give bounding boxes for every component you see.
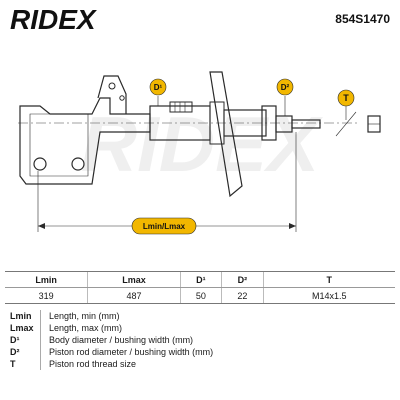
body-collar [169, 101, 193, 113]
tab-hole-2 [119, 95, 125, 101]
legend-item: D² Piston rod diameter / bushing width (… [10, 346, 213, 358]
header-t: T [262, 271, 395, 288]
header-lmin: Lmin [5, 271, 88, 288]
t-diagonal [335, 111, 357, 137]
legend-text: Piston rod thread size [49, 359, 137, 369]
value-d2: 22 [221, 287, 264, 304]
legend-item: Lmin Length, min (mm) [10, 310, 213, 322]
spec-value-row: 319 487 50 22 M14x1.5 [5, 287, 395, 304]
header-d2: D² [221, 271, 264, 288]
legend-code: T [10, 358, 41, 370]
t-label: T [343, 93, 349, 103]
part-number: 854S1470 [335, 12, 390, 26]
legend-text: Piston rod diameter / bushing width (mm) [49, 347, 214, 357]
legend-code: Lmin [10, 310, 41, 322]
bracket-tab [97, 75, 127, 114]
d1-badge: D¹ [149, 78, 167, 96]
shock-absorber-drawing: RIDEX D¹ D² T Lm [18, 71, 381, 235]
legend-item: T Piston rod thread size [10, 358, 213, 370]
legend-text: Length, max (mm) [49, 323, 123, 333]
legend: Lmin Length, min (mm) Lmax Length, max (… [10, 310, 213, 370]
spec-header-row: Lmin Lmax D¹ D² T [5, 271, 395, 288]
arrow-left-icon [38, 223, 45, 229]
legend-item: Lmax Length, max (mm) [10, 322, 213, 334]
value-d1: 50 [179, 287, 222, 304]
bracket-hole-left [33, 157, 47, 171]
d1-label: D¹ [154, 83, 163, 92]
header-d1: D¹ [179, 271, 222, 288]
piston-rod [291, 119, 321, 129]
length-label: Lmin/Lmax [143, 222, 186, 231]
header-lmax: Lmax [87, 271, 181, 288]
value-lmax: 487 [87, 287, 181, 304]
arrow-right-icon [289, 223, 296, 229]
legend-text: Body diameter / bushing width (mm) [49, 335, 194, 345]
brand-logo: RIDEX [10, 4, 96, 35]
spring-plate [209, 71, 243, 198]
legend-code: Lmax [10, 322, 41, 334]
legend-code: D² [10, 346, 41, 358]
upper-tube [223, 109, 267, 137]
legend-text: Length, min (mm) [49, 311, 120, 321]
d2-badge: D² [276, 78, 294, 96]
d2-label: D² [281, 83, 290, 92]
t-badge: T [337, 89, 355, 107]
bracket-hole-right [71, 157, 85, 171]
value-t: M14x1.5 [262, 287, 395, 304]
legend-code: D¹ [10, 334, 41, 346]
value-lmin: 319 [5, 287, 88, 304]
bracket-inner [29, 113, 89, 177]
tab-hole-1 [108, 82, 116, 90]
spec-table: Lmin Lmax D¹ D² T 319 487 50 22 M14x1.5 [5, 271, 395, 304]
length-badge: Lmin/Lmax [131, 217, 197, 235]
header: RIDEX 854S1470 [0, 0, 400, 36]
legend-item: D¹ Body diameter / bushing width (mm) [10, 334, 213, 346]
watermark: RIDEX [81, 100, 323, 188]
